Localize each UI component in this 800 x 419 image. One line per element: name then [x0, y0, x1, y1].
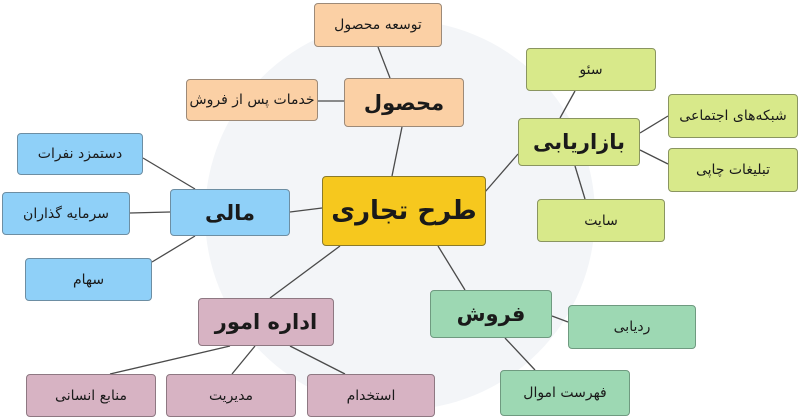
- link-management-hiring: [289, 345, 346, 375]
- link-marketing-site: [574, 165, 586, 200]
- link-finance-investors: [129, 211, 171, 214]
- website-node: سایت: [537, 199, 665, 242]
- link-sales-tracking: [551, 315, 569, 323]
- link-marketing-seo: [559, 90, 576, 119]
- link-marketing-print: [639, 149, 669, 165]
- print-ads-node: تبلیغات چاپی: [668, 148, 798, 192]
- link-center-product: [391, 126, 403, 177]
- management-node: اداره امور: [198, 298, 334, 346]
- link-center-sales: [437, 245, 466, 291]
- link-center-marketing: [484, 153, 519, 193]
- link-product-development: [377, 46, 391, 79]
- administration-node: مدیریت: [166, 374, 296, 417]
- staff-wages-node: دستمزد نفرات: [17, 133, 143, 175]
- asset-list-node: فهرست اموال: [500, 370, 630, 416]
- seo-node: سئو: [526, 48, 656, 91]
- marketing-node: بازاریابی: [518, 118, 640, 166]
- link-finance-wages: [142, 157, 196, 190]
- link-management-admin: [231, 345, 256, 375]
- product-development-node: توسعه محصول: [314, 3, 442, 47]
- link-finance-shares: [151, 235, 196, 263]
- link-management-hr: [109, 345, 231, 375]
- investors-node: سرمایه گذاران: [2, 192, 130, 235]
- product-node: محصول: [344, 78, 464, 127]
- link-center-management: [269, 245, 341, 299]
- sales-node: فروش: [430, 290, 552, 338]
- aftersales-service-node: خدمات پس از فروش: [186, 79, 318, 121]
- tracking-node: ردیابی: [568, 305, 696, 349]
- finance-node: مالی: [170, 189, 290, 236]
- social-media-node: شبکه‌های اجتماعی: [668, 94, 798, 138]
- link-sales-assets: [504, 337, 536, 371]
- hiring-node: استخدام: [307, 374, 435, 417]
- shares-node: سهام: [25, 258, 152, 301]
- link-marketing-social: [639, 115, 669, 134]
- link-center-finance: [289, 207, 323, 213]
- center-node: طرح تجاری: [322, 176, 486, 246]
- human-resources-node: منابع انسانی: [26, 374, 156, 417]
